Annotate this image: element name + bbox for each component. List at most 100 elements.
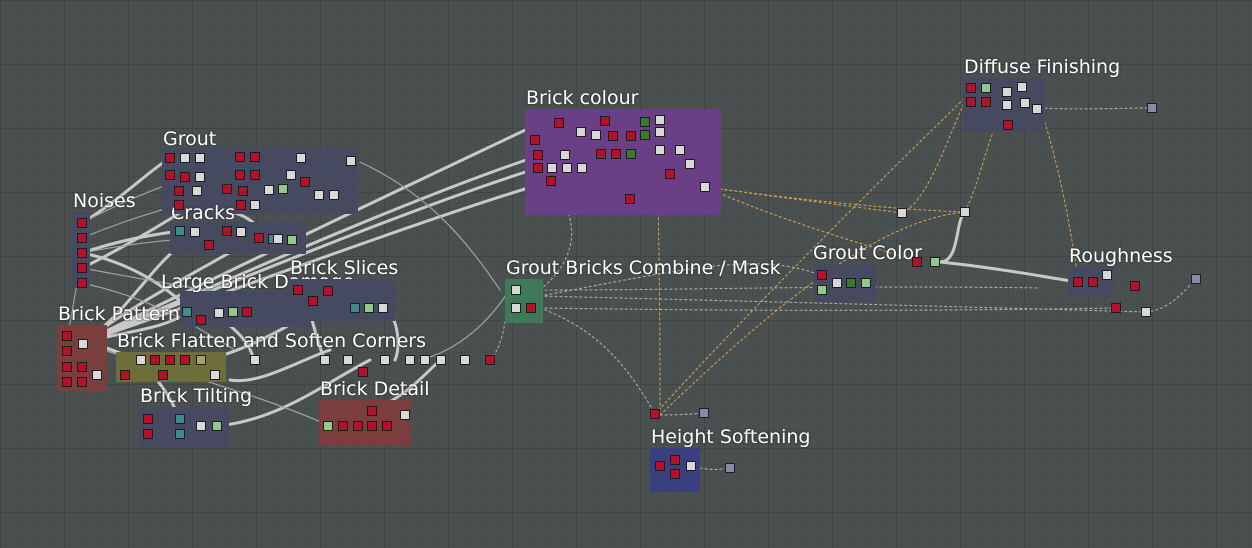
graph-node[interactable] xyxy=(1130,281,1140,291)
graph-node[interactable] xyxy=(655,461,665,471)
graph-node[interactable] xyxy=(485,355,495,365)
graph-node[interactable] xyxy=(675,145,685,155)
graph-node[interactable] xyxy=(650,409,660,419)
graph-node[interactable] xyxy=(62,377,72,387)
graph-node[interactable] xyxy=(930,257,940,267)
graph-node[interactable] xyxy=(287,235,297,245)
graph-node[interactable] xyxy=(236,227,246,237)
graph-node[interactable] xyxy=(511,303,521,313)
graph-node[interactable] xyxy=(611,149,621,159)
graph-node[interactable] xyxy=(576,127,586,137)
graph-node[interactable] xyxy=(640,130,650,140)
graph-node[interactable] xyxy=(686,461,696,471)
graph-node[interactable] xyxy=(210,370,220,380)
graph-node[interactable] xyxy=(1147,103,1157,113)
graph-node[interactable] xyxy=(62,362,72,372)
graph-node[interactable] xyxy=(378,303,388,313)
graph-node[interactable] xyxy=(323,421,333,431)
graph-node[interactable] xyxy=(655,145,665,155)
graph-node[interactable] xyxy=(212,421,222,431)
graph-node[interactable] xyxy=(560,150,570,160)
graph-node[interactable] xyxy=(1073,277,1083,287)
graph-node[interactable] xyxy=(190,227,200,237)
graph-node[interactable] xyxy=(120,370,130,380)
graph-node[interactable] xyxy=(175,414,185,424)
graph-node[interactable] xyxy=(77,362,87,372)
graph-node[interactable] xyxy=(1032,104,1042,114)
graph-node[interactable] xyxy=(165,355,175,365)
graph-node[interactable] xyxy=(323,286,333,296)
graph-node[interactable] xyxy=(547,163,557,173)
graph-node[interactable] xyxy=(175,226,185,236)
graph-node[interactable] xyxy=(1191,274,1201,284)
graph-node[interactable] xyxy=(400,410,410,420)
graph-node[interactable] xyxy=(846,278,856,288)
graph-node[interactable] xyxy=(136,355,146,365)
graph-node[interactable] xyxy=(626,131,636,141)
graph-node[interactable] xyxy=(62,331,72,341)
graph-node[interactable] xyxy=(308,296,318,306)
graph-node[interactable] xyxy=(235,170,245,180)
graph-node[interactable] xyxy=(329,190,339,200)
graph-node[interactable] xyxy=(192,186,202,196)
graph-node[interactable] xyxy=(685,159,695,169)
graph-node[interactable] xyxy=(350,303,360,313)
graph-node[interactable] xyxy=(382,421,392,431)
graph-node[interactable] xyxy=(699,408,709,418)
graph-node[interactable] xyxy=(143,414,153,424)
graph-node[interactable] xyxy=(665,169,675,179)
graph-node[interactable] xyxy=(77,278,87,288)
graph-node[interactable] xyxy=(250,170,260,180)
graph-node[interactable] xyxy=(182,307,192,317)
graph-node[interactable] xyxy=(62,346,72,356)
graph-node[interactable] xyxy=(286,170,296,180)
graph-node[interactable] xyxy=(250,152,260,162)
graph-node[interactable] xyxy=(626,149,636,159)
graph-node[interactable] xyxy=(165,153,175,163)
graph-node[interactable] xyxy=(1002,87,1012,97)
graph-node[interactable] xyxy=(364,303,374,313)
graph-node[interactable] xyxy=(700,182,710,192)
graph-node[interactable] xyxy=(670,469,680,479)
graph-node[interactable] xyxy=(196,421,206,431)
graph-node[interactable] xyxy=(175,429,185,439)
graph-node[interactable] xyxy=(228,307,238,317)
graph-node[interactable] xyxy=(966,97,976,107)
graph-node[interactable] xyxy=(817,285,827,295)
graph-node[interactable] xyxy=(273,234,283,244)
graph-node[interactable] xyxy=(1102,270,1112,280)
graph-node[interactable] xyxy=(1111,303,1121,313)
graph-node[interactable] xyxy=(1088,277,1098,287)
graph-node[interactable] xyxy=(420,355,430,365)
graph-node[interactable] xyxy=(897,208,907,218)
graph-node[interactable] xyxy=(238,186,248,196)
graph-node[interactable] xyxy=(405,355,415,365)
graph-node[interactable] xyxy=(346,156,356,166)
graph-node[interactable] xyxy=(367,406,377,416)
graph-node[interactable] xyxy=(77,218,87,228)
graph-node[interactable] xyxy=(353,421,363,431)
graph-node[interactable] xyxy=(530,135,540,145)
graph-node[interactable] xyxy=(195,172,205,182)
graph-node[interactable] xyxy=(591,130,601,140)
graph-node[interactable] xyxy=(380,355,390,365)
graph-node[interactable] xyxy=(655,127,665,137)
graph-node[interactable] xyxy=(180,355,190,365)
graph-node[interactable] xyxy=(511,285,521,295)
graph-node[interactable] xyxy=(320,355,330,365)
graph-node[interactable] xyxy=(912,257,922,267)
graph-node[interactable] xyxy=(625,194,635,204)
graph-node[interactable] xyxy=(1141,307,1151,317)
graph-node[interactable] xyxy=(174,200,184,210)
graph-node[interactable] xyxy=(158,370,168,380)
graph-node[interactable] xyxy=(608,131,618,141)
graph-node[interactable] xyxy=(600,116,610,126)
graph-node[interactable] xyxy=(981,83,991,93)
graph-node[interactable] xyxy=(180,172,190,182)
graph-node[interactable] xyxy=(338,421,348,431)
graph-node[interactable] xyxy=(562,163,572,173)
graph-node[interactable] xyxy=(180,153,190,163)
graph-node[interactable] xyxy=(596,149,606,159)
graph-node[interactable] xyxy=(1003,120,1013,130)
graph-node[interactable] xyxy=(92,370,102,380)
